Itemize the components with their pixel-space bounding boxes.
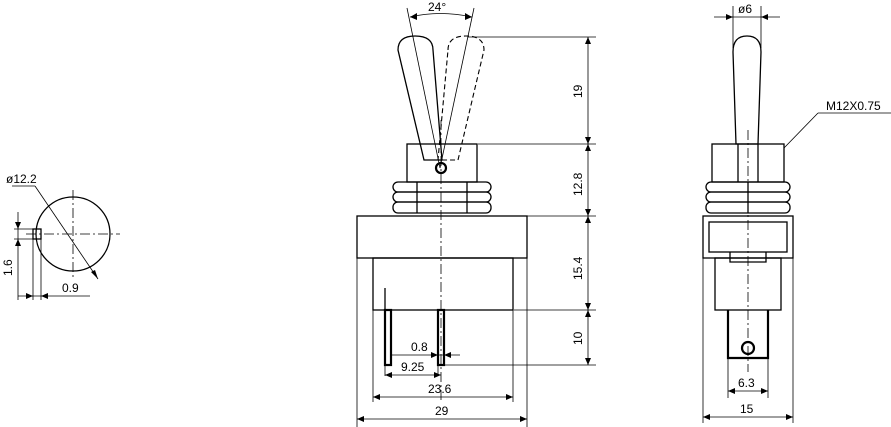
lever (397, 35, 443, 161)
overall-width-arrow-left (357, 416, 364, 422)
key-offset-label: 0.9 (62, 281, 79, 295)
diameter-label: ø12.2 (6, 172, 37, 186)
angle-leg-left (406, 7, 441, 169)
body-width-arrow-right (506, 394, 513, 400)
terminal-length-label: 10 (571, 331, 585, 345)
key-height-label: 1.6 (1, 259, 15, 276)
lever-height-arrow-top (585, 37, 591, 44)
end-body-width-arrow-left (703, 414, 710, 420)
nut-ring-3 (392, 201, 492, 214)
body-height-arrow-bottom (585, 303, 591, 310)
body-height-label: 15.4 (571, 256, 585, 280)
terminal-pitch-arrow-left (385, 372, 392, 378)
end-lever (732, 35, 762, 145)
nut-ring-2 (392, 191, 492, 203)
terminal-width-arrow-right (761, 388, 768, 394)
nut-ring-1 (392, 181, 492, 193)
angle-leg-right (439, 7, 475, 169)
terminal-thickness-label: 0.8 (411, 340, 428, 354)
terminal-width-label: 6.3 (738, 376, 755, 390)
bushing-height-arrow-top (585, 144, 591, 151)
key-offset-arrow-left (26, 293, 33, 299)
overall-width-label: 29 (435, 404, 449, 418)
anti-rotation-key (32, 228, 42, 240)
angle-arc (409, 13, 473, 18)
key-height-arrow-top (15, 222, 21, 229)
body-flange (356, 215, 528, 259)
body-width-label: 23.6 (428, 382, 452, 396)
terminal-pitch-arrow-right (434, 372, 441, 378)
side-view: ø12.2 1.6 0.9 (1, 172, 120, 300)
terminal-length-arrow-bottom (585, 358, 591, 365)
lever-diameter-label: ø6 (738, 2, 752, 16)
terminal-thickness-arrow-right (444, 352, 451, 358)
lever-height-arrow-bottom (585, 137, 591, 144)
key-offset-arrow-right (41, 293, 48, 299)
body-width-arrow-left (373, 394, 380, 400)
key-height-arrow-bottom (15, 239, 21, 246)
thread-leader (783, 112, 819, 149)
terminal-width-arrow-left (728, 388, 735, 394)
front-view: 24° (356, 0, 596, 427)
diameter-leader (34, 185, 99, 280)
terminal-thickness-arrow-left (431, 352, 438, 358)
lever-diameter-arrow-left (726, 14, 733, 20)
terminal-left (383, 308, 393, 367)
lever-alternate-position (437, 35, 485, 161)
angle-arrow-left (410, 13, 417, 20)
body-height-arrow-top (585, 216, 591, 223)
angle-label: 24° (428, 0, 446, 14)
terminal-pitch-label: 9.25 (401, 360, 425, 374)
end-body-width-label: 15 (740, 402, 754, 416)
end-terminal (726, 310, 770, 360)
thread-label: M12X0.75 (826, 99, 881, 113)
overall-width-arrow-right (520, 416, 527, 422)
angle-arrow-right (465, 13, 472, 20)
end-view: ø6 M12X0.75 6.3 (702, 2, 891, 423)
bushing-height-label: 12.8 (571, 172, 585, 196)
terminal-length-arrow-top (585, 310, 591, 317)
lever-height-label: 19 (571, 84, 585, 98)
diameter-arrow (91, 270, 98, 279)
end-body-width-arrow-right (786, 414, 793, 420)
body-housing (372, 257, 514, 311)
lever-diameter-arrow-right (761, 14, 768, 20)
bushing-height-arrow-bottom (585, 209, 591, 216)
